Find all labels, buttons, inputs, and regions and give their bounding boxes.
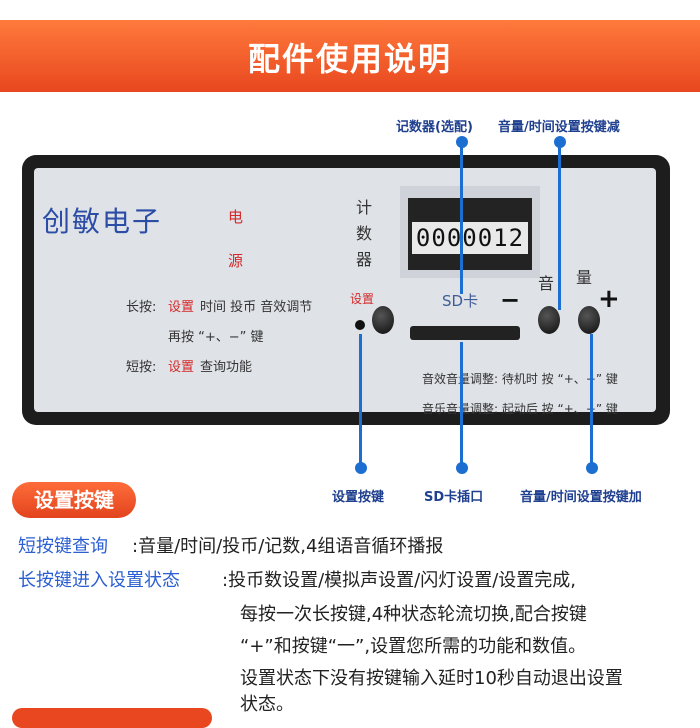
short-press-setting: 设置 bbox=[168, 360, 195, 375]
short-press-rest: 查询功能 bbox=[200, 360, 253, 375]
callout-settings-key: 设置按键 bbox=[332, 490, 385, 505]
long-press-text-5: 状态。 bbox=[240, 694, 294, 715]
plus-callout-line bbox=[590, 334, 593, 466]
settings-small-label: 设置 bbox=[350, 292, 375, 306]
volume-minus-button[interactable] bbox=[538, 306, 560, 334]
volume-label-2: 量 bbox=[576, 268, 593, 287]
counter-callout-dot bbox=[456, 136, 468, 148]
sd-callout-line bbox=[460, 342, 463, 466]
callout-counter-optional: 记数器(选配) bbox=[396, 120, 473, 135]
short-press-label: 短按: bbox=[126, 360, 157, 375]
next-section-pill bbox=[12, 708, 212, 728]
callout-volume-time-plus: 音量/时间设置按键加 bbox=[520, 490, 642, 505]
power-label-2: 源 bbox=[228, 252, 244, 270]
brand-name: 创敏电子 bbox=[42, 205, 163, 238]
counter-label-3: 器 bbox=[356, 250, 373, 269]
minus-sign: − bbox=[500, 286, 521, 314]
counter-label-1: 计 bbox=[356, 198, 373, 217]
long-press-text-1: :投币数设置/模拟声设置/闪灯设置/设置完成, bbox=[222, 570, 576, 591]
counter-digits: 0000012 bbox=[412, 222, 528, 254]
short-press-text: :音量/时间/投币/记数,4组语音循环播报 bbox=[132, 536, 444, 557]
sd-card-slot[interactable] bbox=[410, 326, 520, 340]
device-panel-face bbox=[34, 168, 656, 412]
volume-label-1: 音 bbox=[538, 274, 555, 293]
settings-callout-line bbox=[359, 334, 362, 466]
long-press-rest: 时间 投币 音效调节 bbox=[200, 300, 313, 315]
title-banner bbox=[0, 20, 700, 92]
sd-callout-dot bbox=[456, 462, 468, 474]
long-press-text-2: 每按一次长按键,4种状态轮流切换,配合按键 bbox=[240, 604, 587, 625]
sd-card-label: SD卡 bbox=[442, 292, 479, 310]
short-press-heading: 短按键查询 bbox=[18, 536, 108, 557]
callout-sd-slot: SD卡插口 bbox=[424, 490, 484, 505]
section-pill: 设置按键 bbox=[12, 482, 136, 518]
music-volume-adjust: 音乐音量调整: 起动后 按 “+、−” 键 bbox=[422, 402, 618, 416]
long-press-text-4: 设置状态下没有按键输入延时10秒自动退出设置 bbox=[240, 668, 623, 689]
power-label-1: 电 bbox=[228, 208, 244, 226]
long-press-label: 长按: bbox=[126, 300, 157, 315]
callout-volume-time-minus: 音量/时间设置按键减 bbox=[498, 120, 620, 135]
plus-sign: + bbox=[598, 284, 620, 314]
settings-led-hole bbox=[355, 320, 365, 330]
counter-callout-line bbox=[460, 144, 463, 294]
long-press-heading: 长按键进入设置状态 bbox=[18, 570, 180, 591]
settings-button[interactable] bbox=[372, 306, 394, 334]
sfx-volume-adjust: 音效音量调整: 待机时 按 “+、−” 键 bbox=[422, 372, 618, 386]
plus-callout-dot bbox=[586, 462, 598, 474]
long-press-text-3: “+”和按键“一”,设置您所需的功能和数值。 bbox=[240, 636, 587, 657]
then-press-keys: 再按 “+、−” 键 bbox=[168, 330, 264, 345]
counter-label-2: 数 bbox=[356, 224, 373, 243]
settings-callout-dot bbox=[355, 462, 367, 474]
page-title: 配件使用说明 bbox=[247, 40, 452, 78]
long-press-setting: 设置 bbox=[168, 300, 195, 315]
minus-callout-line bbox=[558, 144, 561, 310]
minus-callout-dot bbox=[554, 136, 566, 148]
volume-plus-button[interactable] bbox=[578, 306, 600, 334]
